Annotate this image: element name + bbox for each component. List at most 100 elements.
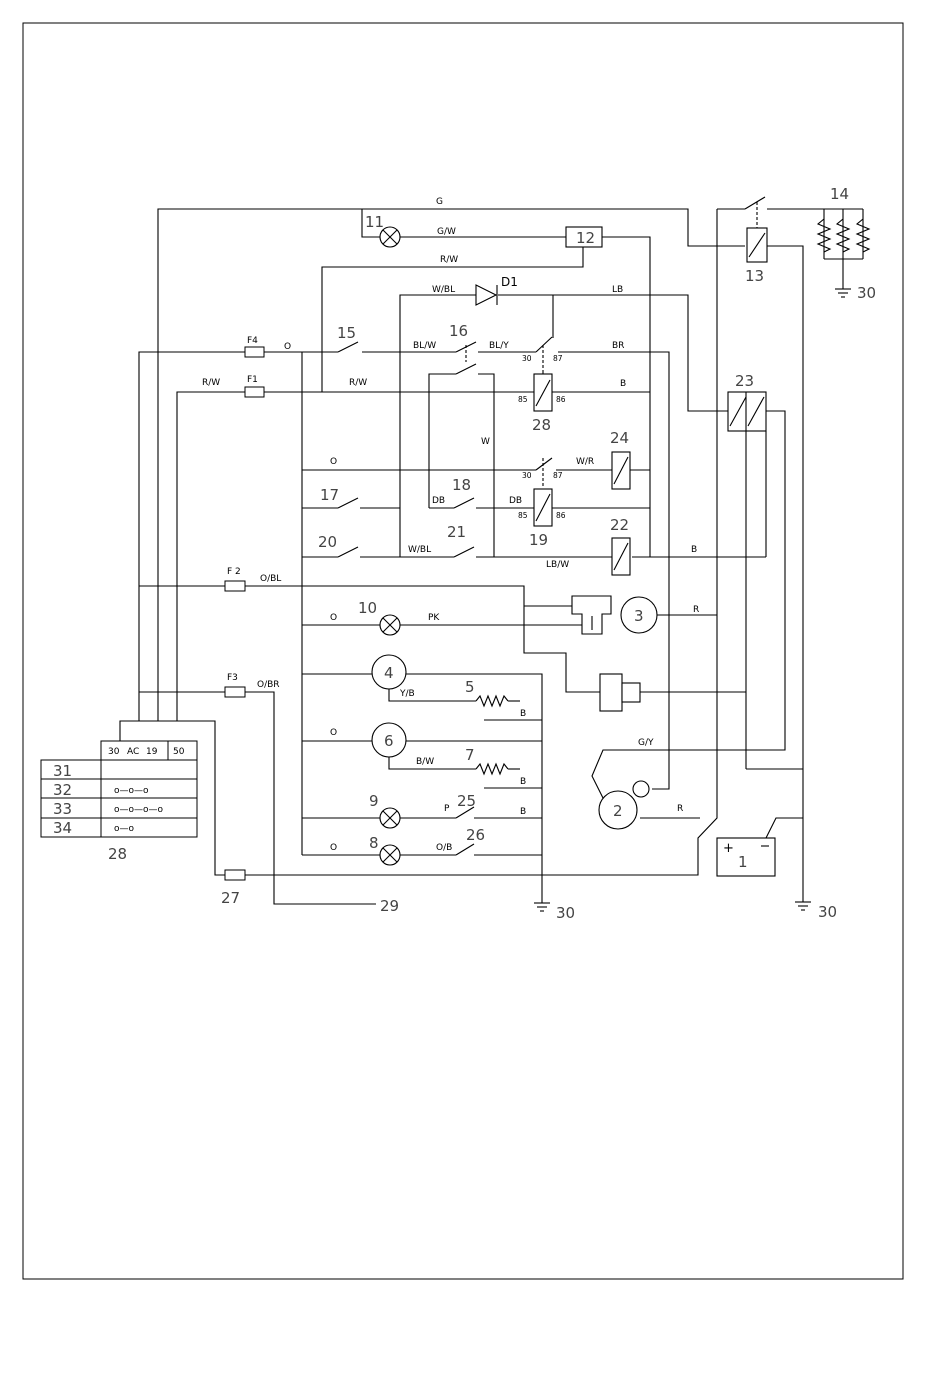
wire-label-blw: BL/W <box>413 341 436 351</box>
wire-label-gw: G/W <box>437 227 456 237</box>
fuse-f2 <box>225 581 245 591</box>
wire-label-p: P <box>444 804 450 814</box>
component-number-7: 7 <box>465 746 475 764</box>
wire-label-g: G <box>436 197 443 207</box>
fuse-f1 <box>245 387 264 397</box>
pin-85-19: 85 <box>518 511 528 520</box>
wire-label-b-25: B <box>520 807 526 817</box>
pin-87-28: 87 <box>553 354 563 363</box>
diode-label: D1 <box>501 275 518 289</box>
wire-label-b-7: B <box>520 777 526 787</box>
fuse-label-f3: F3 <box>227 673 238 683</box>
wire-label-bw: B/W <box>416 757 434 767</box>
component-number-12: 12 <box>576 229 595 247</box>
pin-30-28: 30 <box>522 354 532 363</box>
wire-label-r-2: R <box>677 804 683 814</box>
switch-header-19: 19 <box>146 747 158 757</box>
switch-position-33: 33 <box>53 800 72 818</box>
switch-contacts-33: o—o—o—o <box>114 805 164 815</box>
component-number-24: 24 <box>610 429 629 447</box>
component-number-6: 6 <box>384 732 394 750</box>
wire-label-db-18: DB <box>432 496 445 506</box>
switch-header-ac: AC <box>127 747 139 757</box>
component-number-1: 1 <box>738 853 748 871</box>
component-number-22: 22 <box>610 516 629 534</box>
wire-label-br: BR <box>612 341 624 351</box>
motor-2-brush <box>633 781 649 797</box>
ground-label-14: 30 <box>857 284 876 302</box>
wire-label-b-22: B <box>691 545 697 555</box>
component-number-19: 19 <box>529 531 548 549</box>
switch-header-30: 30 <box>108 747 120 757</box>
wire-label-pk: PK <box>428 613 440 623</box>
wire-label-ob: O/B <box>436 843 452 853</box>
component-number-3: 3 <box>634 607 644 625</box>
resistor-7 <box>476 764 508 774</box>
component-number-16: 16 <box>449 322 468 340</box>
fuse-f3 <box>225 687 245 697</box>
wire-label-yb: Y/B <box>399 689 415 699</box>
lamp-8 <box>380 845 400 865</box>
wire-label-bly: BL/Y <box>489 341 509 351</box>
sensor-plug-body <box>600 674 622 711</box>
wire-label-wbl: W/BL <box>432 285 455 295</box>
switch-header-50: 50 <box>173 747 185 757</box>
wire-label-rw: R/W <box>440 255 458 265</box>
component-number-13: 13 <box>745 267 764 285</box>
component-number-2: 2 <box>613 802 623 820</box>
component-number-10: 10 <box>358 599 377 617</box>
component-number-4: 4 <box>384 664 394 682</box>
component-number-8: 8 <box>369 834 379 852</box>
fuse-label-f2: F 2 <box>227 567 241 577</box>
component-number-9: 9 <box>369 792 379 810</box>
wire-label-b-28: B <box>620 379 626 389</box>
component-number-17: 17 <box>320 486 339 504</box>
wire-label-obr: O/BR <box>257 680 280 690</box>
component-number-23: 23 <box>735 372 754 390</box>
pin-86-19: 86 <box>556 511 566 520</box>
switch-contacts-34: o—o <box>114 824 135 834</box>
wire-label-o-8: O <box>330 843 337 853</box>
switch-position-31: 31 <box>53 762 72 780</box>
wire-label-o-top: O <box>284 342 291 352</box>
lamp-10 <box>380 615 400 635</box>
sensor-plug-tip <box>622 683 640 702</box>
component-number-28-relay: 28 <box>532 416 551 434</box>
fuse-label-f4: F4 <box>247 336 258 346</box>
wire-label-gy: G/Y <box>638 738 654 748</box>
wires <box>120 202 863 904</box>
wire-label-rw-main: R/W <box>349 378 367 388</box>
fuse-f4 <box>245 347 264 357</box>
wire-label-o-24: O <box>330 457 337 467</box>
wire-label-b-5: B <box>520 709 526 719</box>
wire-label-obl: O/BL <box>260 574 281 584</box>
component-number-28-switch: 28 <box>108 845 127 863</box>
lamp-9 <box>380 808 400 828</box>
switch-contacts-32: o—o—o <box>114 786 149 796</box>
component-number-5: 5 <box>465 678 475 696</box>
pin-30-19: 30 <box>522 471 532 480</box>
component-number-25: 25 <box>457 792 476 810</box>
component-number-27: 27 <box>221 889 240 907</box>
relay-23-body <box>728 392 766 431</box>
component-number-29: 29 <box>380 897 399 915</box>
wire-label-db-19: DB <box>509 496 522 506</box>
wire-label-lbw: LB/W <box>546 560 569 570</box>
component-number-11: 11 <box>365 213 384 231</box>
diode-d1 <box>476 285 497 305</box>
wire-label-lb: LB <box>612 285 623 295</box>
component-number-26: 26 <box>466 826 485 844</box>
wire-label-o-10: O <box>330 613 337 623</box>
component-number-18: 18 <box>452 476 471 494</box>
switch-position-34: 34 <box>53 819 72 837</box>
round-components <box>372 597 657 829</box>
ground-label-right: 30 <box>818 903 837 921</box>
wire-label-r-3: R <box>693 605 699 615</box>
wire-label-rw-f1: R/W <box>202 378 220 388</box>
pin-85-28: 85 <box>518 395 528 404</box>
pin-87-19: 87 <box>553 471 563 480</box>
wire-label-wr: W/R <box>576 457 594 467</box>
fuse-27 <box>225 870 245 880</box>
component-number-15: 15 <box>337 324 356 342</box>
svg-text:+: + <box>723 841 734 856</box>
